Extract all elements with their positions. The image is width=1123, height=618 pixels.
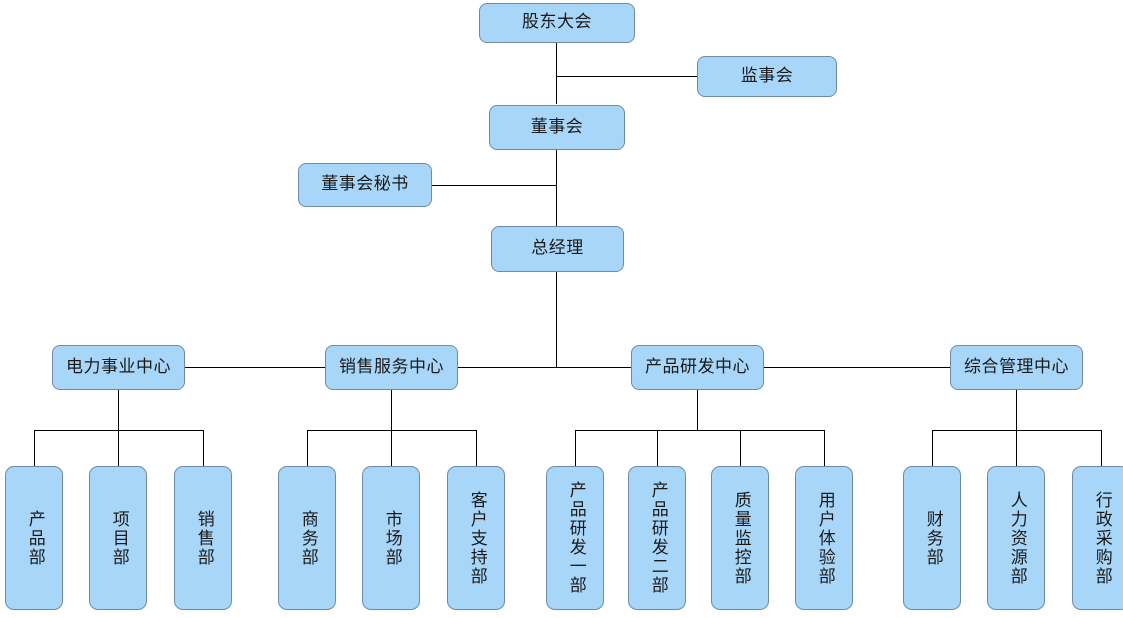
node-label: 项目部	[108, 509, 129, 567]
node-board-of-directors[interactable]: 董事会	[489, 105, 625, 150]
node-shareholders-meeting[interactable]: 股东大会	[479, 3, 635, 43]
node-center-admin[interactable]: 综合管理中心	[950, 345, 1083, 390]
node-dept-rnd-2[interactable]: 产品研发二部	[628, 466, 686, 610]
node-label: 销售服务中心	[339, 356, 444, 377]
edge-power-child-1	[34, 430, 35, 466]
edge-sales-child-2	[391, 430, 392, 466]
node-dept-market[interactable]: 市场部	[362, 466, 420, 610]
node-label: 用户体验部	[814, 490, 835, 586]
node-label: 电力事业中心	[66, 356, 171, 377]
node-label: 行政采购部	[1091, 490, 1112, 586]
node-label: 股东大会	[522, 12, 592, 33]
node-label: 市场部	[381, 509, 402, 567]
edge-admin-child-2	[1016, 430, 1017, 466]
edge-board-to-gm	[556, 150, 557, 226]
node-center-rnd[interactable]: 产品研发中心	[631, 345, 764, 390]
edge-power-drop	[118, 390, 119, 430]
node-dept-product[interactable]: 产品部	[5, 466, 63, 610]
node-label: 财务部	[922, 509, 943, 567]
edge-power-child-2	[118, 430, 119, 466]
edge-rnd-drop	[697, 390, 698, 430]
node-dept-customer-support[interactable]: 客户支持部	[447, 466, 505, 610]
node-label: 综合管理中心	[964, 356, 1069, 377]
node-board-of-supervisors[interactable]: 监事会	[697, 56, 837, 97]
node-label: 产品研发中心	[645, 356, 750, 377]
edge-sales-child-3	[476, 430, 477, 466]
node-label: 质量监控部	[730, 490, 751, 586]
node-dept-rnd-1[interactable]: 产品研发一部	[546, 466, 604, 610]
node-label: 总经理	[531, 238, 584, 259]
node-label: 董事会	[530, 116, 584, 137]
edge-sales-drop	[391, 390, 392, 430]
edge-admin-drop	[1016, 390, 1017, 430]
node-label: 产品研发二部	[647, 481, 668, 595]
edge-rnd-bus	[575, 430, 824, 431]
node-label: 产品研发一部	[565, 481, 586, 595]
edge-gm-to-centers	[556, 272, 557, 368]
node-dept-sales[interactable]: 销售部	[174, 466, 232, 610]
node-center-power[interactable]: 电力事业中心	[52, 345, 185, 390]
edge-admin-child-3	[1101, 430, 1102, 466]
node-label: 客户支持部	[466, 490, 487, 586]
node-dept-finance[interactable]: 财务部	[903, 466, 961, 610]
edge-rnd-child-1	[575, 430, 576, 466]
node-board-secretary[interactable]: 董事会秘书	[298, 163, 432, 207]
edge-sales-child-1	[307, 430, 308, 466]
edge-shareholders-to-board	[556, 42, 557, 104]
node-label: 人力资源部	[1006, 490, 1027, 586]
node-dept-business[interactable]: 商务部	[278, 466, 336, 610]
edge-rnd-child-2	[657, 430, 658, 466]
edge-board-to-secretary	[432, 185, 557, 186]
edge-shareholders-to-supervisors	[556, 76, 697, 77]
node-label: 董事会秘书	[321, 174, 409, 195]
node-dept-hr[interactable]: 人力资源部	[987, 466, 1045, 610]
node-label: 监事会	[740, 65, 794, 86]
edge-admin-child-1	[932, 430, 933, 466]
edge-rnd-child-4	[824, 430, 825, 466]
node-dept-ux[interactable]: 用户体验部	[795, 466, 853, 610]
node-dept-quality[interactable]: 质量监控部	[711, 466, 769, 610]
node-dept-admin-purchase[interactable]: 行政采购部	[1072, 466, 1123, 610]
node-center-sales[interactable]: 销售服务中心	[325, 345, 458, 390]
node-label: 商务部	[297, 509, 318, 567]
edge-power-child-3	[203, 430, 204, 466]
node-dept-project[interactable]: 项目部	[89, 466, 147, 610]
node-general-manager[interactable]: 总经理	[491, 226, 624, 272]
edge-rnd-child-3	[740, 430, 741, 466]
edge-centers-bus	[185, 367, 950, 368]
node-label: 销售部	[193, 509, 214, 567]
node-label: 产品部	[24, 509, 45, 567]
